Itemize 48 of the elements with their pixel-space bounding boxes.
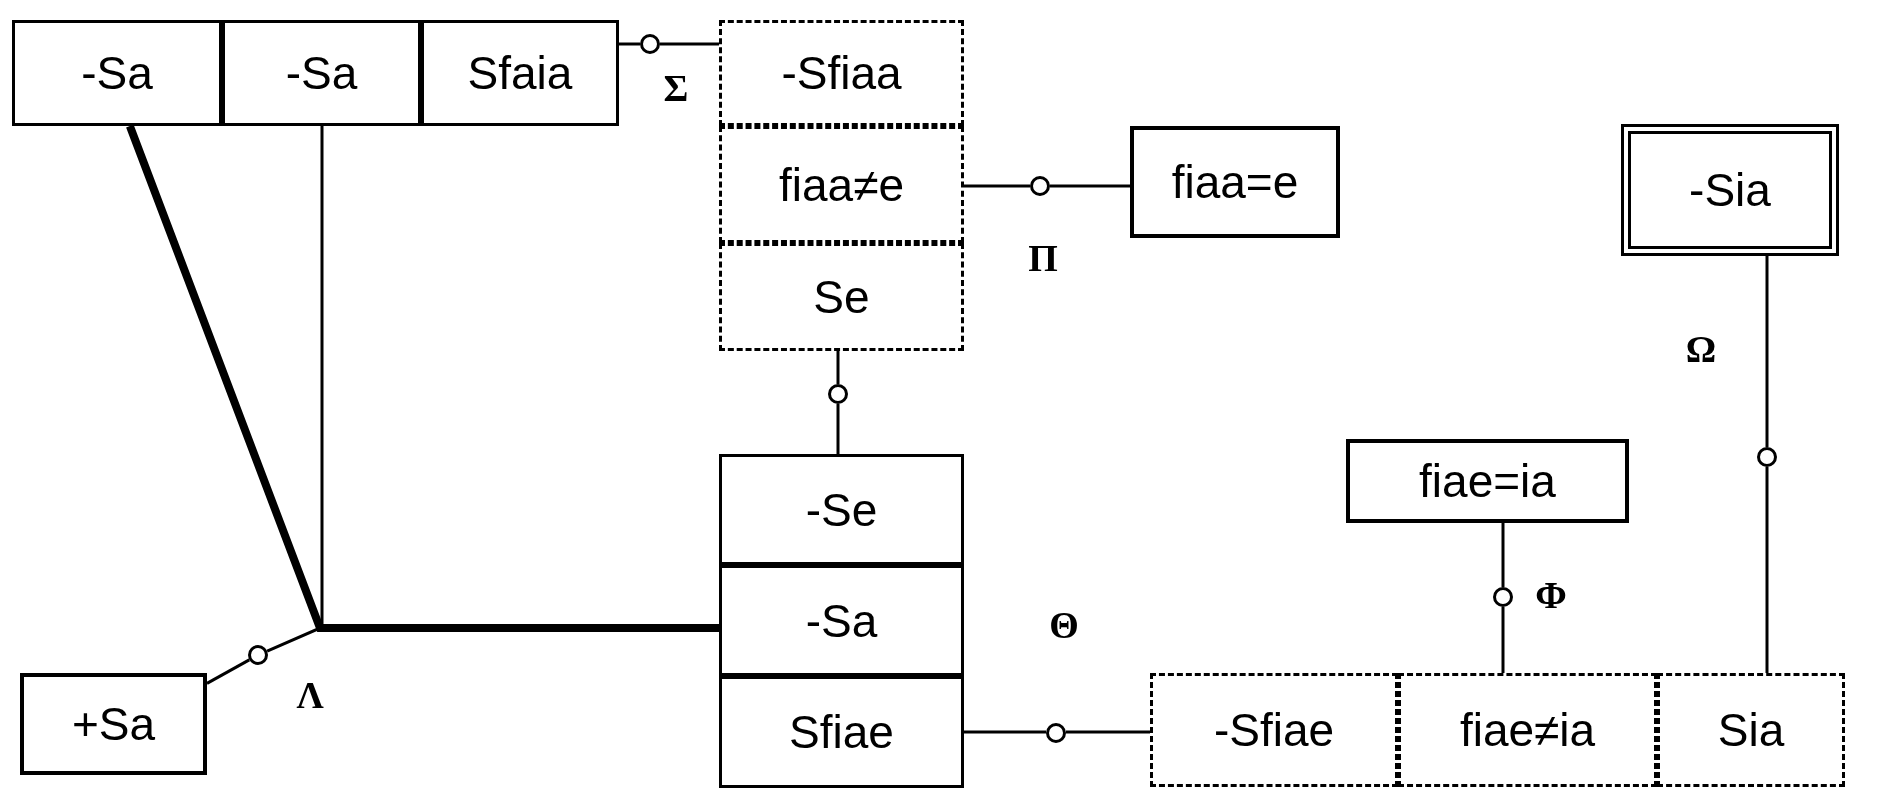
connector-line [1050, 184, 1130, 188]
state-box: -Sfiae [1150, 673, 1398, 787]
group-box [12, 20, 619, 126]
state-box: -Sa [12, 20, 222, 126]
junction-circle [1030, 176, 1050, 196]
connector-line [964, 730, 1046, 734]
state-box: Se [719, 243, 964, 351]
state-box: fiaa≠e [719, 126, 964, 243]
connector-line [206, 658, 250, 685]
greek-letter-label: Λ [296, 673, 324, 717]
greek-letter-label: Θ [1049, 603, 1079, 647]
state-box: -Sa [719, 565, 964, 676]
state-box: +Sa [20, 673, 207, 775]
greek-letter-label: Π [1028, 236, 1058, 280]
state-box: Sia [1657, 673, 1845, 787]
junction-circle [1757, 447, 1777, 467]
connector-line [1501, 607, 1505, 673]
junction-circle [248, 645, 268, 665]
connector-line [1765, 467, 1769, 673]
greek-letter-label: Φ [1535, 573, 1567, 617]
junction-circle [640, 34, 660, 54]
connector-line [266, 626, 719, 653]
connector-line [964, 184, 1030, 188]
state-box: -Sa [222, 20, 421, 126]
connector-line [126, 124, 719, 632]
state-box: -Se [719, 454, 964, 565]
connector-line [836, 351, 840, 384]
state-box: Sfiae [719, 676, 964, 788]
junction-circle [828, 384, 848, 404]
state-box: fiae=ia [1346, 439, 1629, 523]
group-box [719, 20, 964, 351]
group-box [719, 454, 964, 788]
connector-line [619, 42, 640, 46]
connector-line [660, 42, 719, 46]
junction-circle [1493, 587, 1513, 607]
greek-letter-label: Σ [663, 66, 689, 110]
state-box: Sfaia [421, 20, 619, 126]
group-box [1150, 673, 1845, 787]
state-box: -Sfiaa [719, 20, 964, 126]
connector-line [1765, 256, 1769, 447]
greek-letter-label: Ω [1685, 327, 1717, 371]
state-box: -Sia [1621, 124, 1839, 256]
state-box: fiaa=e [1130, 126, 1340, 238]
connector-line [1501, 523, 1505, 587]
connector-line [836, 404, 840, 454]
connector-line [1066, 730, 1150, 734]
junction-circle [1046, 723, 1066, 743]
state-box: fiae≠ia [1398, 673, 1657, 787]
